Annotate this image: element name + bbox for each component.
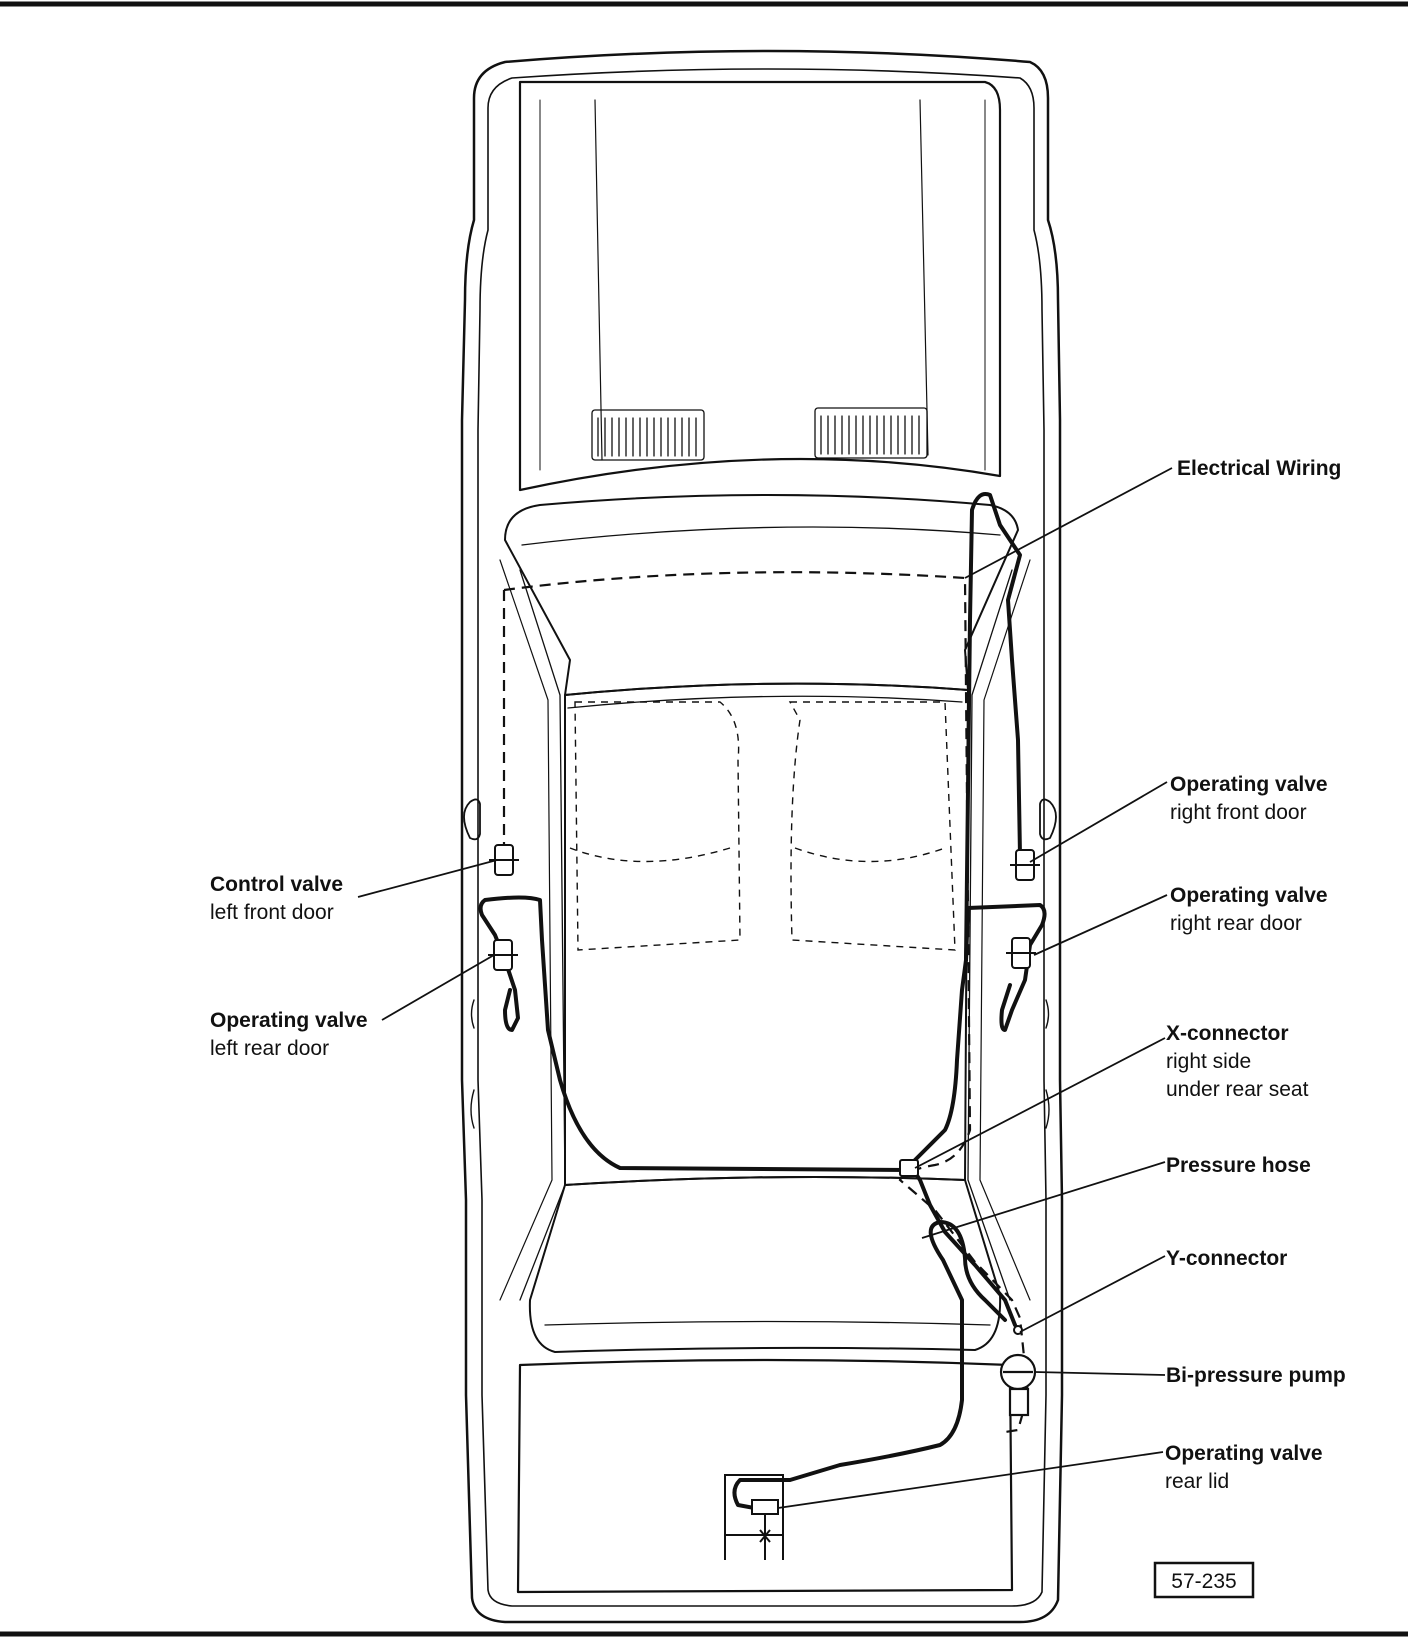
seats <box>569 701 956 951</box>
x-connector-sub-2: under rear seat <box>1166 1078 1309 1101</box>
control-valve-lf-title: Control valve <box>210 873 343 896</box>
hose-trunk <box>732 1220 1007 1512</box>
x-connector-title: X-connector <box>1166 1022 1289 1045</box>
op-valve-lr-sub: left rear door <box>210 1037 329 1060</box>
valve-rear-lid <box>724 1474 784 1560</box>
electrical-wiring-line <box>503 571 1030 1434</box>
hood-outline <box>518 80 1002 492</box>
bi-pressure-pump <box>999 1353 1037 1417</box>
valve-left-front <box>489 844 519 876</box>
valve-right-rear <box>1006 937 1036 969</box>
hose-main-right <box>908 958 1017 1327</box>
left-hood-vent <box>591 409 705 461</box>
op-valve-lr-title: Operating valve <box>210 1009 368 1032</box>
right-mirror <box>1039 798 1057 841</box>
x-connector-sub-1: right side <box>1166 1050 1251 1073</box>
rear-window <box>528 1175 1002 1353</box>
leader-lines <box>357 467 1173 1509</box>
figure-id-box: 57-235 <box>1153 1561 1255 1599</box>
op-valve-rf-sub: right front door <box>1170 801 1307 824</box>
bi-pressure-pump-label: Bi-pressure pump <box>1166 1364 1346 1387</box>
left-mirror <box>463 798 481 841</box>
left-front-seat <box>574 701 741 951</box>
control-valve-lf-sub: left front door <box>210 901 334 924</box>
y-connector-label: Y-connector <box>1166 1247 1287 1270</box>
op-valve-lid-title: Operating valve <box>1165 1442 1323 1465</box>
x-connector <box>899 1159 919 1177</box>
pressure-hose-label: Pressure hose <box>1166 1154 1311 1177</box>
right-front-seat <box>788 701 956 951</box>
hose-right-rear <box>964 903 1047 1032</box>
car-outer-outline <box>460 49 1064 1624</box>
op-valve-lid-sub: rear lid <box>1165 1470 1229 1493</box>
op-valve-rr-sub: right rear door <box>1170 912 1302 935</box>
trunk-lid <box>516 1358 1014 1594</box>
car-body <box>460 49 1064 1624</box>
roof-cabin <box>564 682 969 1186</box>
op-valve-rf-title: Operating valve <box>1170 773 1328 796</box>
valve-right-front <box>1010 849 1040 881</box>
hose-right-front <box>964 492 1022 962</box>
hose-left <box>478 895 912 1172</box>
op-valve-rr-title: Operating valve <box>1170 884 1328 907</box>
electrical-wiring-label: Electrical Wiring <box>1177 457 1341 480</box>
windshield <box>504 494 1019 696</box>
figure-id-text: 57-235 <box>1171 1570 1236 1593</box>
right-hood-vent <box>814 407 928 459</box>
y-connector <box>1013 1325 1023 1335</box>
